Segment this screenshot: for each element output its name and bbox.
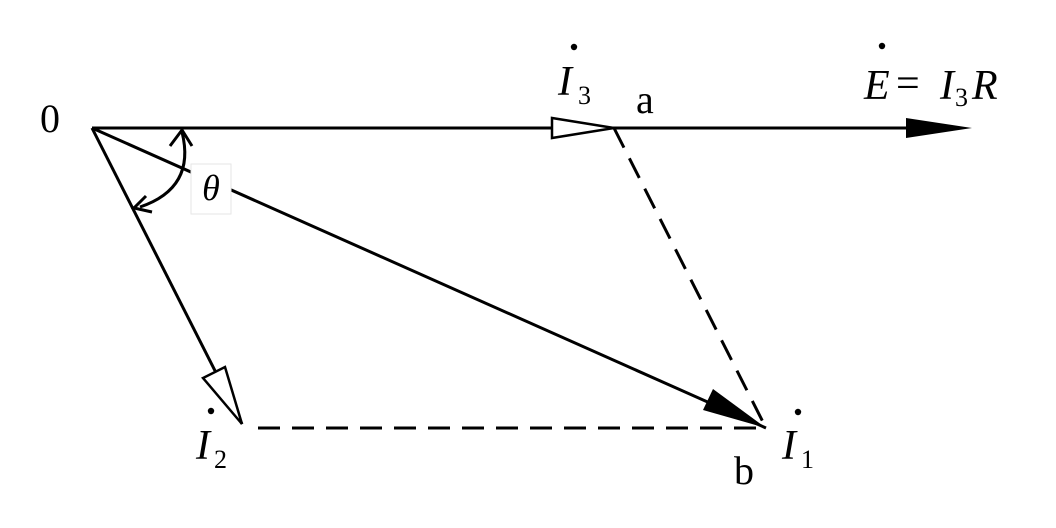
i1-label: I 1 — [781, 408, 814, 474]
origin-label: 0 — [40, 96, 60, 141]
svg-text:I: I — [557, 59, 574, 105]
i1-arrowhead — [703, 389, 766, 428]
e-dot — [878, 42, 886, 50]
i2-dot — [207, 407, 215, 415]
svg-text:I: I — [195, 423, 212, 469]
theta-label-box — [190, 163, 232, 215]
i3-label: I 3 — [557, 43, 591, 110]
i1-dot — [794, 408, 802, 416]
theta-label: θ — [202, 168, 220, 208]
point-a-label: a — [636, 77, 654, 122]
e-equation-label: E = I 3 R — [863, 42, 998, 112]
svg-text:=: = — [896, 61, 920, 107]
svg-text:R: R — [971, 63, 998, 109]
svg-text:I: I — [781, 423, 798, 469]
point-b-label: b — [734, 448, 754, 493]
svg-text:2: 2 — [214, 445, 227, 474]
svg-text:1: 1 — [801, 445, 814, 474]
e-arrowhead — [906, 118, 972, 138]
i3-dot — [570, 43, 578, 51]
svg-text:E: E — [863, 63, 890, 109]
svg-text:3: 3 — [578, 81, 591, 110]
theta-arc — [139, 131, 187, 209]
svg-text:3: 3 — [955, 83, 968, 112]
theta-arc-arrow-bottom — [131, 194, 153, 214]
theta-arc-arrow-top — [168, 127, 194, 147]
i2-label: I 2 — [195, 407, 227, 474]
i3-arrowhead — [550, 116, 615, 140]
svg-text:I: I — [939, 63, 956, 109]
i2-arrowhead — [201, 365, 244, 425]
dashed-line-a-b — [612, 127, 768, 429]
